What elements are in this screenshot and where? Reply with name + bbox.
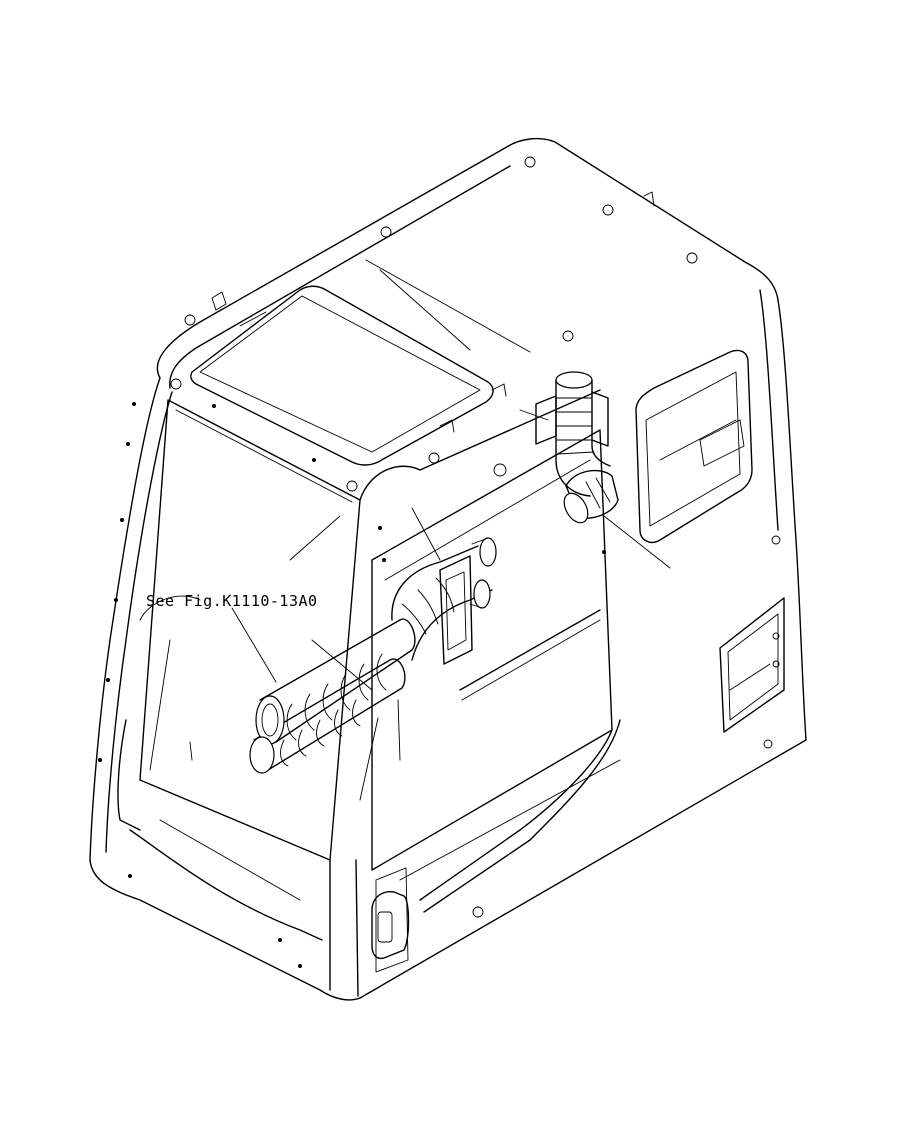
- side-door: [359, 389, 621, 973]
- roof-brackets: [211, 191, 655, 433]
- rear-access-panel: [719, 597, 785, 733]
- air-duct-assembly: [249, 537, 497, 774]
- rear-side-window: [635, 349, 781, 545]
- leader-lines: [189, 409, 671, 801]
- roof-window: [190, 259, 531, 466]
- front-windshield-frame: [117, 399, 361, 941]
- cab-shell: [89, 137, 807, 1001]
- fastener-holes: [98, 156, 773, 968]
- figure-reference-callout: See Fig.K1110-13A0: [146, 592, 318, 610]
- upper-rear-duct: [535, 371, 619, 524]
